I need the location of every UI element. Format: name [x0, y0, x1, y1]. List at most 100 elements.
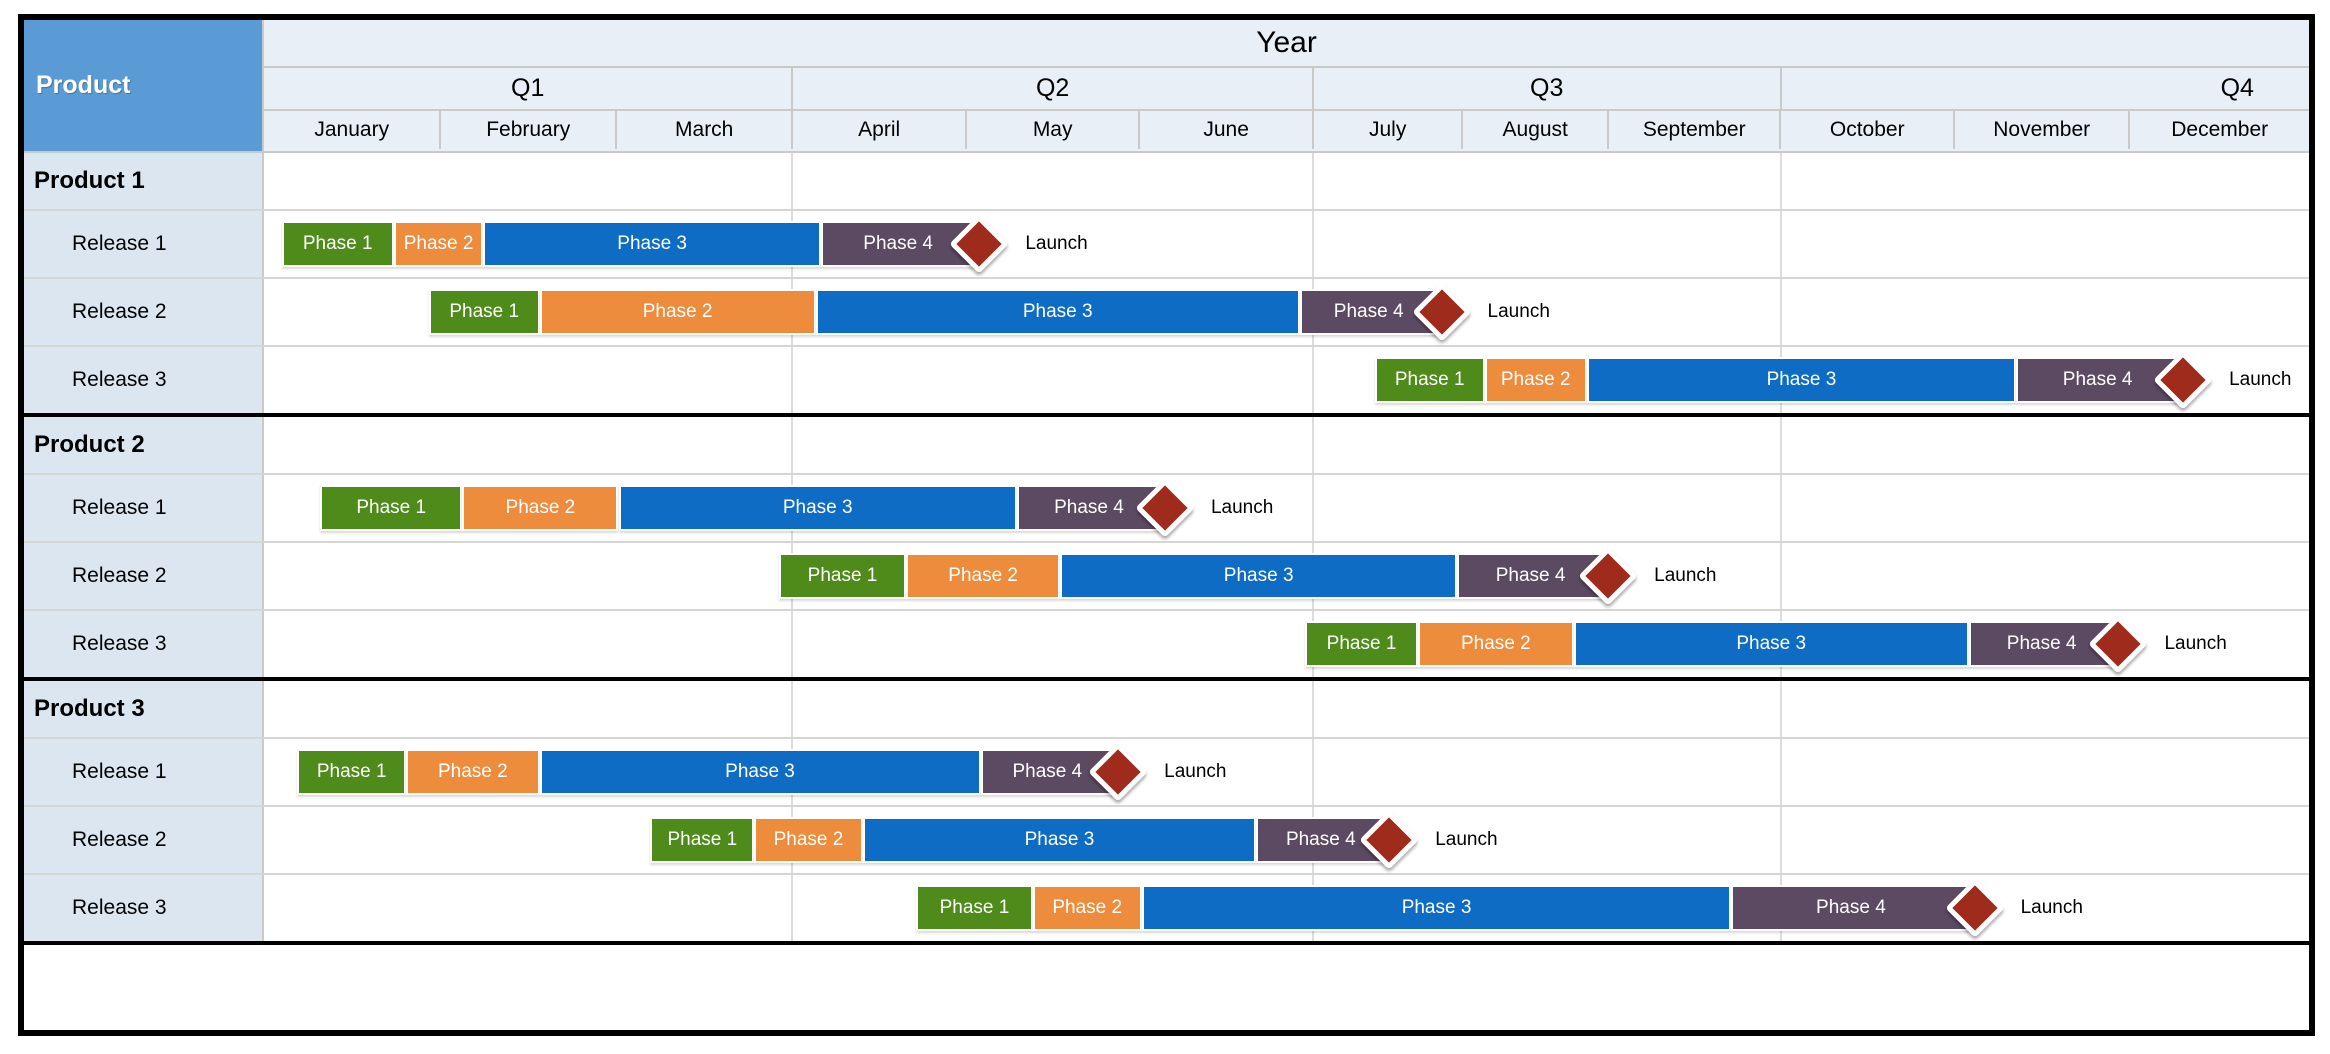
month-header-may: May [964, 111, 1138, 149]
product-row-timeline [264, 681, 2309, 737]
launch-label: Launch [1025, 233, 1088, 254]
quarter-gridline [1311, 347, 1314, 413]
phase-bar-phase-1: Phase 1 [320, 485, 463, 531]
phase-bar-phase-1: Phase 1 [1304, 621, 1419, 667]
quarter-gridline [1311, 211, 1314, 277]
phase-bar-phase-3: Phase 3 [1573, 621, 1969, 667]
phase-bar-phase-4: Phase 4 [1731, 885, 1971, 931]
product-row-timeline [264, 153, 2309, 209]
release-label: Release 2 [72, 300, 167, 323]
phase-bar-phase-2: Phase 2 [406, 749, 540, 795]
quarter-header-q2: Q2 [791, 68, 1311, 109]
release-label: Release 3 [72, 368, 167, 391]
quarter-gridline [791, 417, 794, 473]
year-header: Year [264, 20, 2309, 68]
release-label-cell: Release 3 [24, 611, 264, 677]
bottom-spacer-row [24, 941, 2309, 1030]
phase-bar-phase-3: Phase 3 [618, 485, 1017, 531]
launch-label: Launch [1435, 829, 1498, 850]
release-label: Release 2 [72, 564, 167, 587]
phase-bar-phase-1: Phase 1 [297, 749, 407, 795]
month-header-november: November [1952, 111, 2128, 149]
launch-label: Launch [1654, 565, 1717, 586]
quarter-gridline [1311, 153, 1314, 209]
quarter-header-q4: Q4 [1779, 68, 2309, 109]
phase-bar-phase-3: Phase 3 [1060, 553, 1457, 599]
release-label-cell: Release 2 [24, 279, 264, 345]
quarter-gridline [791, 153, 794, 209]
phase-bar-phase-3: Phase 3 [1141, 885, 1732, 931]
phase-bar-phase-2: Phase 2 [462, 485, 619, 531]
product-label: Product 2 [34, 431, 145, 458]
month-header-march: March [614, 111, 791, 149]
product-row: Product 1 [24, 153, 2309, 209]
month-header-december: December [2128, 111, 2308, 149]
release-label-cell: Release 3 [24, 347, 264, 413]
phase-bar-phase-2: Phase 2 [1032, 885, 1142, 931]
phase-bar-phase-1: Phase 1 [428, 289, 540, 335]
quarter-gridline [1311, 681, 1314, 737]
quarter-gridline [1779, 279, 1782, 345]
release-label: Release 1 [72, 232, 167, 255]
phase-bar-phase-2: Phase 2 [539, 289, 816, 335]
launch-label: Launch [1164, 761, 1227, 782]
month-header-july: July [1311, 111, 1462, 149]
quarter-gridline [1779, 211, 1782, 277]
release-label-cell: Release 1 [24, 211, 264, 277]
phase-bar-phase-3: Phase 3 [862, 817, 1257, 863]
phase-bar-phase-2: Phase 2 [1484, 357, 1587, 403]
month-header-april: April [791, 111, 964, 149]
quarter-header-q1: Q1 [511, 74, 545, 102]
phase-bar-phase-4: Phase 4 [820, 221, 976, 267]
phase-bar-phase-1: Phase 1 [281, 221, 394, 267]
release-label: Release 3 [72, 632, 167, 655]
month-header-january: January [314, 118, 390, 141]
month-header-february: February [439, 111, 614, 149]
product-label: Product 3 [34, 695, 145, 722]
month-header-october: October [1779, 111, 1952, 149]
phase-bar-phase-1: Phase 1 [916, 885, 1033, 931]
quarter-gridline [1779, 543, 1782, 609]
month-header-june: June [1138, 111, 1311, 149]
quarter-gridline [1779, 681, 1782, 737]
quarter-gridline [1311, 475, 1314, 541]
release-label-cell: Release 1 [24, 739, 264, 805]
phase-bar-phase-3: Phase 3 [539, 749, 981, 795]
phase-bar-phase-1: Phase 1 [650, 817, 755, 863]
month-header-august: August [1461, 111, 1607, 149]
phase-bar-phase-3: Phase 3 [815, 289, 1300, 335]
quarter-gridline [1779, 807, 1782, 873]
quarter-gridline [791, 875, 794, 941]
product-label-cell: Product 1 [24, 153, 264, 209]
phase-bar-phase-3: Phase 3 [483, 221, 821, 267]
quarter-gridline [1779, 739, 1782, 805]
quarter-gridline [791, 347, 794, 413]
product-row: Product 2 [24, 417, 2309, 473]
launch-label: Launch [2229, 369, 2292, 390]
product-row-timeline [264, 417, 2309, 473]
phase-bar-phase-2: Phase 2 [1418, 621, 1574, 667]
phase-bar-phase-1: Phase 1 [1374, 357, 1485, 403]
